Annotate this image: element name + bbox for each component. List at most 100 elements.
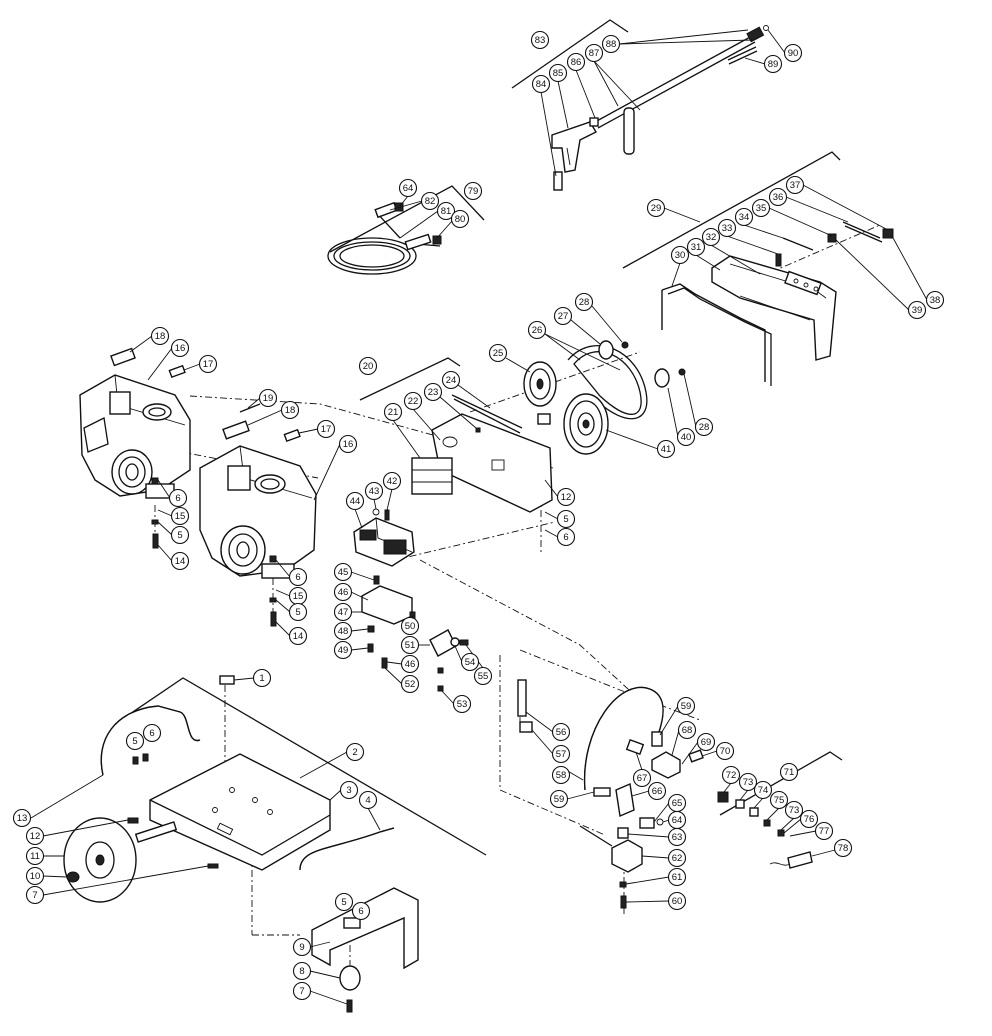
callout-number: 14 <box>175 556 186 567</box>
callout-84: 84 <box>531 74 551 94</box>
callout-circle <box>667 848 687 868</box>
callout-circle <box>566 52 586 72</box>
callout-number: 8 <box>299 966 304 977</box>
callout-number: 75 <box>774 795 785 806</box>
callout-circle <box>420 191 440 211</box>
callout-number: 87 <box>589 48 600 59</box>
callout-54: 54 <box>460 652 480 672</box>
callout-circle <box>423 382 443 402</box>
callout-number: 62 <box>672 853 683 864</box>
callout-58: 58 <box>551 765 571 785</box>
callout-circle <box>632 768 652 788</box>
callout-circle <box>358 790 378 810</box>
callout-14: 14 <box>170 551 190 571</box>
callout-circle <box>403 391 423 411</box>
callout-number: 80 <box>455 214 466 225</box>
callout-44: 44 <box>345 491 365 511</box>
callout-6: 6 <box>351 901 371 921</box>
callout-number: 54 <box>465 657 476 668</box>
callout-15: 15 <box>170 506 190 526</box>
callout-number: 11 <box>30 851 40 862</box>
callout-number: 60 <box>672 896 683 907</box>
callout-number: 5 <box>341 897 346 908</box>
callout-number: 44 <box>350 496 361 507</box>
callout-number: 53 <box>457 699 468 710</box>
callout-circle <box>753 780 773 800</box>
callout-number: 40 <box>681 432 692 443</box>
callout-circle <box>601 34 621 54</box>
callout-circle <box>548 63 568 83</box>
callout-circle <box>345 742 365 762</box>
callout-6: 6 <box>168 488 188 508</box>
pump-assembly <box>353 508 469 692</box>
callout-28: 28 <box>694 417 714 437</box>
callout-number: 84 <box>536 79 547 90</box>
callout-64: 64 <box>667 810 687 830</box>
callout-number: 28 <box>579 297 590 308</box>
callout-33: 33 <box>717 218 737 238</box>
callout-number: 88 <box>606 39 617 50</box>
callout-number: 73 <box>743 777 754 788</box>
callout-circle <box>258 388 278 408</box>
callout-circle <box>25 866 45 886</box>
callout-circle <box>656 439 676 459</box>
callout-number: 82 <box>425 196 436 207</box>
callout-7: 7 <box>25 885 45 905</box>
callout-number: 26 <box>532 325 543 336</box>
callout-number: 76 <box>804 814 815 825</box>
callout-90: 90 <box>783 43 803 63</box>
callout-number: 1 <box>259 673 264 684</box>
callout-42: 42 <box>382 471 402 491</box>
callout-circle <box>150 326 170 346</box>
callout-82: 82 <box>420 191 440 211</box>
callout-circle <box>527 320 547 340</box>
callout-57: 57 <box>551 744 571 764</box>
callout-number: 18 <box>285 405 296 416</box>
callout-circle <box>170 338 190 358</box>
callout-16: 16 <box>170 338 190 358</box>
callout-circle <box>25 885 45 905</box>
callout-number: 64 <box>403 183 414 194</box>
pulley-belt-assembly <box>451 340 686 455</box>
callout-23: 23 <box>423 382 443 402</box>
callout-number: 2 <box>352 747 357 758</box>
callout-circle <box>25 826 45 846</box>
callout-number: 12 <box>561 492 572 503</box>
callout-46: 46 <box>400 654 420 674</box>
callout-circle <box>452 694 472 714</box>
callout-5: 5 <box>556 509 576 529</box>
callout-number: 16 <box>343 439 354 450</box>
callout-56: 56 <box>551 722 571 742</box>
callout-number: 31 <box>691 242 702 253</box>
callout-circle <box>252 668 272 688</box>
callout-20: 20 <box>358 356 378 376</box>
callout-12: 12 <box>25 826 45 846</box>
callout-72: 72 <box>721 765 741 785</box>
callout-number: 36 <box>773 192 784 203</box>
callout-circle <box>25 846 45 866</box>
callout-46: 46 <box>333 582 353 602</box>
callout-number: 38 <box>930 295 941 306</box>
callout-number: 81 <box>441 206 452 217</box>
callout-circle <box>338 434 358 454</box>
callout-circle <box>556 487 576 507</box>
callout-number: 71 <box>784 767 795 778</box>
callout-circle <box>383 402 403 422</box>
callout-number: 25 <box>493 348 504 359</box>
callout-number: 51 <box>405 640 416 651</box>
callout-83: 83 <box>530 30 550 50</box>
callout-circle <box>170 506 190 526</box>
callout-number: 6 <box>295 572 300 583</box>
callout-number: 58 <box>556 770 567 781</box>
engine-right <box>199 403 317 627</box>
callout-circle <box>667 891 687 911</box>
callout-number: 6 <box>149 728 154 739</box>
callout-number: 34 <box>739 212 750 223</box>
callout-number: 20 <box>363 361 374 372</box>
callout-number: 5 <box>177 530 182 541</box>
callout-circle <box>488 343 508 363</box>
callout-number: 17 <box>203 359 214 370</box>
callout-labels: 1234561312111079875618161761551419181716… <box>12 30 945 1001</box>
callout-7: 7 <box>292 981 312 1001</box>
